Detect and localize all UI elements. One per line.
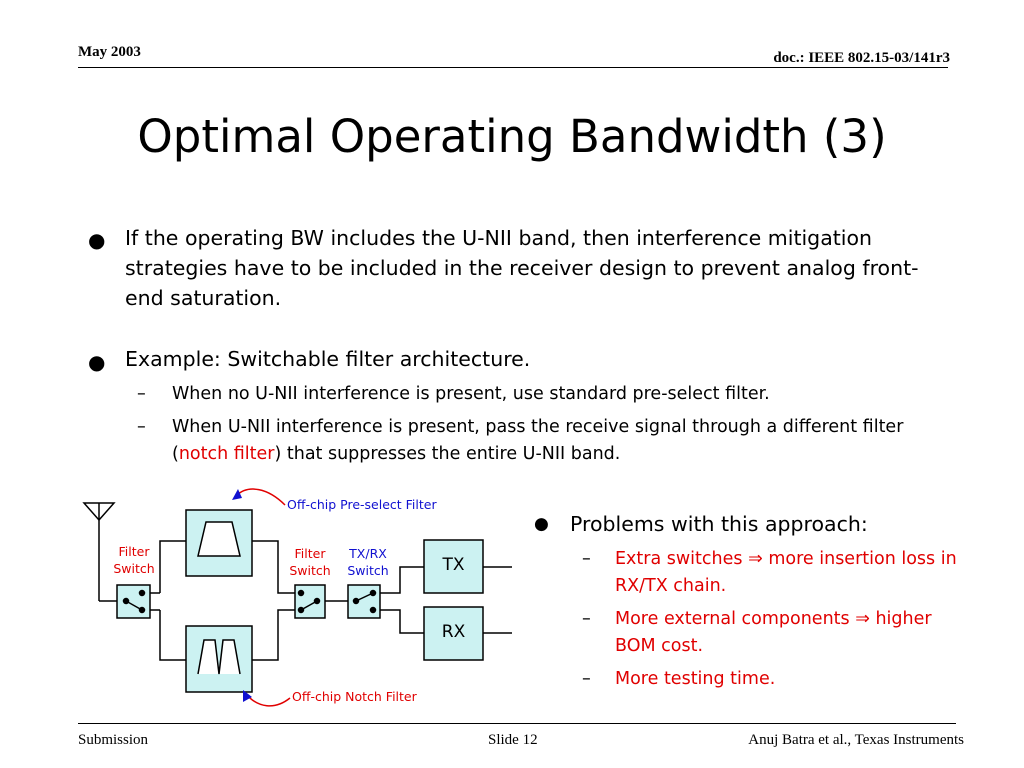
mid-filter-switch	[294, 584, 326, 619]
bullet-marker: ●	[534, 514, 549, 534]
sub-bullet-text-pre: When U-NII interference is present, pass…	[172, 417, 904, 464]
notch-icon	[197, 639, 241, 675]
footer-author: Anuj Batra et al., Texas Instruments	[748, 732, 964, 748]
bullet-marker: ●	[88, 228, 106, 252]
notch-arrow	[245, 693, 291, 707]
footer-rule	[78, 723, 956, 724]
preselect-arrow	[235, 488, 286, 506]
problem-item: Extra switches ⇒ more insertion loss in …	[615, 549, 957, 596]
header-doc-id: doc.: IEEE 802.15-03/141r3	[773, 50, 950, 66]
bullet-text: If the operating BW includes the U-NII b…	[125, 226, 919, 310]
rx-box	[423, 606, 484, 661]
implies-icon: ⇒	[855, 609, 870, 629]
notch-filter-box	[185, 625, 253, 693]
bandpass-icon	[197, 521, 241, 557]
sub-bullet-marker: –	[582, 549, 591, 569]
left-filter-switch	[116, 584, 151, 619]
rx-label: RX	[441, 622, 466, 642]
sub-bullet-marker: –	[582, 609, 591, 629]
bullet-marker: ●	[88, 350, 106, 374]
problems-heading: Problems with this approach:	[570, 512, 868, 536]
header-date: May 2003	[78, 44, 141, 60]
header-rule	[78, 67, 948, 68]
sub-bullet-text: When U-NII interference is present, pass…	[172, 414, 942, 468]
tx-box	[423, 539, 484, 594]
bullet-text: Example: Switchable filter architecture.	[125, 347, 531, 371]
footer-left: Submission	[78, 732, 149, 748]
sub-bullet-text: When no U-NII interference is present, u…	[172, 384, 770, 404]
problem-item: More external components ⇒ higher BOM co…	[615, 609, 932, 656]
notch-label: Off-chip Notch Filter	[292, 689, 417, 704]
problem-item: More testing time.	[615, 669, 776, 689]
notch-filter-highlight: notch filter	[178, 444, 275, 464]
tx-label: TX	[442, 555, 465, 575]
sub-bullet-text-post: ) that suppresses the entire U-NII band.	[274, 444, 621, 464]
sub-bullet-marker: –	[582, 669, 591, 689]
footer-slide-number: Slide 12	[488, 732, 538, 748]
preselect-label: Off-chip Pre-select Filter	[287, 497, 437, 512]
sub-bullet-marker: –	[137, 384, 146, 404]
implies-icon: ⇒	[748, 549, 763, 569]
sub-bullet-marker: –	[137, 417, 146, 437]
slide-title: Optimal Operating Bandwidth (3)	[137, 110, 887, 163]
